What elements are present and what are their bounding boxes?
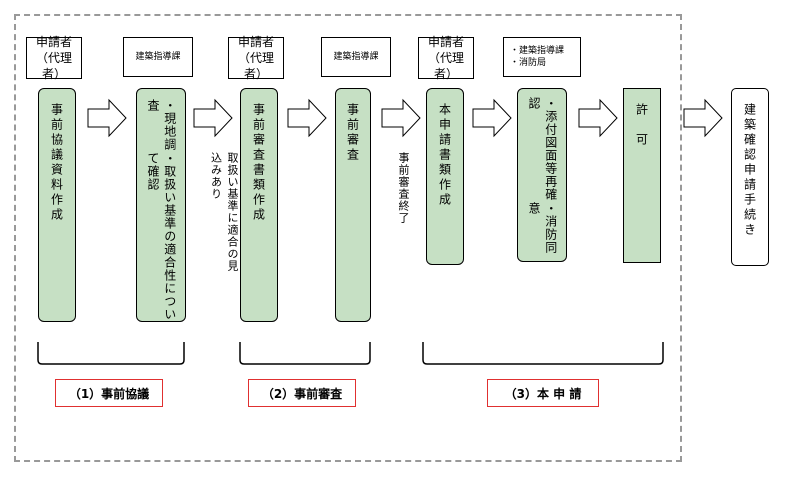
step-recheck-fire-consent: ・添付図面等再確認 ・消防同意	[517, 88, 567, 262]
role-name: ・消防局	[510, 58, 547, 68]
role-name: 建築指導課	[333, 51, 379, 62]
role-building-fire-dept: ・建築指導課 ・消防局	[503, 37, 581, 77]
flow-arrow-icon	[87, 98, 127, 138]
role-building-guidance-2: 建築指導課	[321, 37, 391, 77]
phase-text: （2）事前審査	[261, 386, 343, 401]
flow-arrow-icon	[472, 98, 512, 138]
phase-bracket-3	[422, 342, 664, 365]
phase-bracket-1	[37, 342, 185, 365]
phase-label-main-application: （3）本 申 請	[487, 379, 599, 407]
role-applicant-3: 申請者 （代理者）	[418, 34, 474, 82]
role-name: 建築指導課	[135, 51, 181, 62]
phase-text: （3）本 申 請	[504, 386, 582, 401]
annotation-line: 取扱い基準に	[226, 152, 239, 224]
step-text: 事前協議資料作成	[49, 103, 64, 223]
flow-arrow-icon	[287, 98, 327, 138]
annotation-line: 適合の見込みあり	[209, 152, 240, 272]
step-text: ・現地調査	[146, 99, 177, 151]
role-applicant-1: 申請者 （代理者）	[26, 34, 82, 82]
step-text: 建築確認申請手続き	[742, 103, 757, 238]
flow-arrow-icon	[683, 98, 723, 138]
role-name: 申請者	[35, 34, 72, 49]
step-pre-review: 事前審査	[335, 88, 371, 322]
phase-label-pre-consultation: （1）事前協議	[55, 379, 163, 407]
step-main-application-docs: 本申請書類作成	[426, 88, 464, 265]
step-text: ・消防同意	[527, 202, 558, 255]
step-site-survey-confirm: ・現地調査 ・取扱い基準の適合性について確認	[136, 88, 186, 322]
role-applicant-2: 申請者 （代理者）	[228, 34, 284, 82]
role-name: ・建築指導課	[510, 45, 565, 56]
step-text: 許 可	[634, 103, 649, 148]
step-text: 事前審査書類作成	[251, 103, 266, 223]
step-text: ・添付図面等再確認	[527, 97, 558, 201]
step-text: 事前審査	[345, 103, 360, 163]
step-pre-consultation-docs: 事前協議資料作成	[38, 88, 76, 322]
annotation-standard-compliant: 取扱い基準に適合の見込みあり	[200, 152, 240, 282]
role-sub: （代理者）	[237, 50, 274, 82]
role-name: 申請者	[237, 34, 274, 49]
phase-label-pre-review: （2）事前審査	[248, 379, 356, 407]
annotation-line: 事前審査終了	[397, 152, 410, 224]
role-name: 申請者	[427, 34, 464, 49]
role-sub: （代理者）	[427, 50, 464, 82]
step-pre-review-docs: 事前審査書類作成	[240, 88, 278, 322]
step-building-confirmation: 建築確認申請手続き	[731, 88, 769, 266]
step-permission: 許 可	[623, 88, 661, 263]
step-text: ・取扱い基準の適合性について確認	[146, 151, 177, 321]
flow-arrow-icon	[193, 98, 233, 138]
annotation-pre-review-end: 事前審査終了	[391, 152, 411, 252]
flow-arrow-icon	[381, 98, 421, 138]
step-text: 本申請書類作成	[437, 103, 452, 208]
phase-text: （1）事前協議	[68, 386, 150, 401]
role-building-guidance-1: 建築指導課	[123, 37, 193, 77]
process-frame	[14, 14, 682, 462]
phase-bracket-2	[239, 342, 371, 365]
role-sub: （代理者）	[35, 50, 72, 82]
flow-arrow-icon	[578, 98, 618, 138]
